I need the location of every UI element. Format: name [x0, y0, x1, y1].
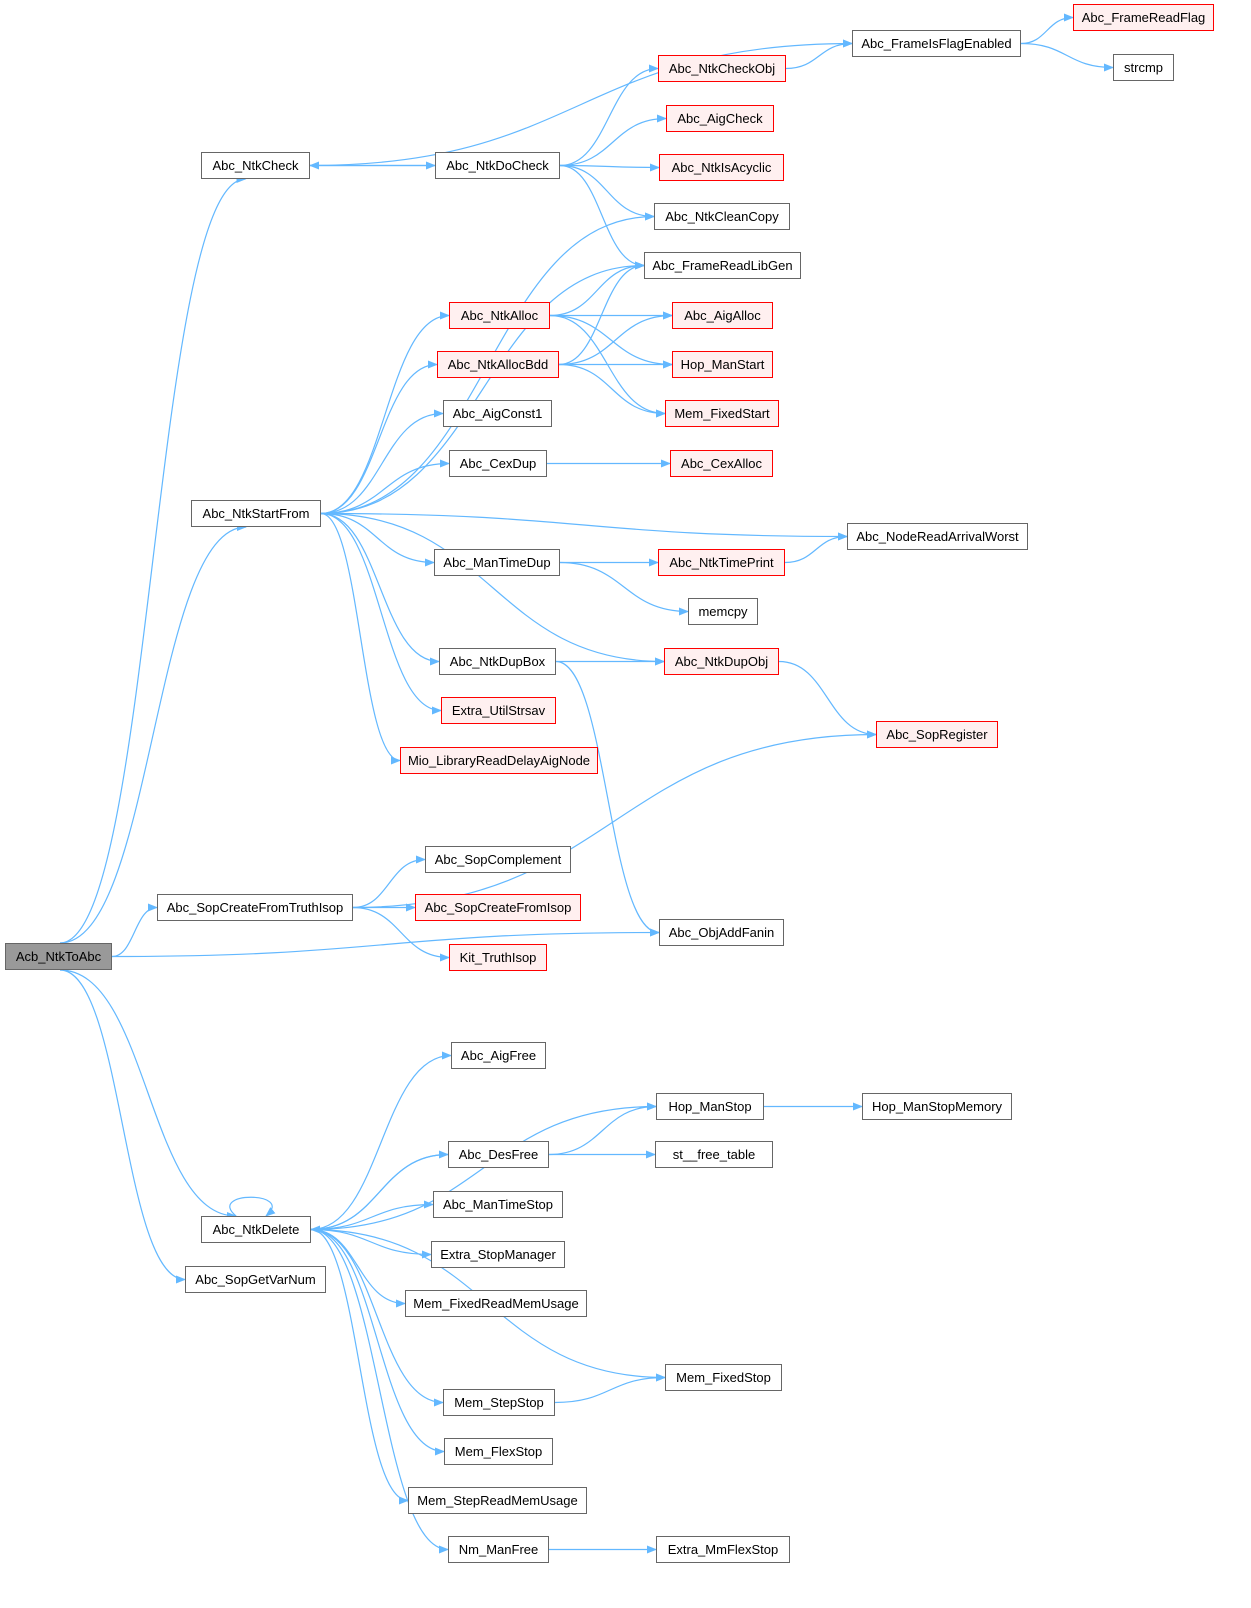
edge-abc-ntktimeprint-to-abc-nodereadarrivalworst: [784, 532, 848, 564]
node-abc-sopcomplement[interactable]: Abc_SopComplement: [425, 846, 571, 873]
edge-abc-ntkdocheck-to-abc-ntkisacyclic: [559, 163, 660, 172]
edge-abc-ntkstartfrom-to-abc-ntkalloc: [320, 311, 450, 515]
node-abc-ntkcheck[interactable]: Abc_NtkCheck: [201, 152, 310, 179]
edge-mem-stepstop-to-mem-fixedstop: [554, 1373, 666, 1404]
node-mem-fixedstart[interactable]: Mem_FixedStart: [665, 400, 779, 427]
edge-abc-ntkdelete-to-mem-stepreadmemusage: [310, 1228, 409, 1505]
edge-abc-ntkstartfrom-to-extra-utilstrsav: [320, 512, 442, 715]
edge-abc-sopcreatefromtruthisop-to-abc-sopcomplement: [352, 855, 426, 909]
node-abc-ntkstartfrom[interactable]: Abc_NtkStartFrom: [191, 500, 321, 527]
node-abc-mantimedup[interactable]: Abc_ManTimeDup: [434, 549, 560, 576]
node-abc-ntkcleancopy[interactable]: Abc_NtkCleanCopy: [654, 203, 790, 230]
edge-abc-ntkalloc-to-abc-framereadlibgen: [549, 261, 645, 317]
edge-acb-ntktoabc-to-abc-ntkcheck: [59, 175, 247, 944]
node-abc-sopcreatefromisop[interactable]: Abc_SopCreateFromIsop: [415, 894, 581, 921]
node-strcmp[interactable]: strcmp: [1113, 54, 1174, 81]
node-abc-sopgetvarnum[interactable]: Abc_SopGetVarNum: [185, 1266, 326, 1293]
edge-abc-ntkdelete-to-abc-mantimestop: [310, 1200, 434, 1231]
node-hop-manstart[interactable]: Hop_ManStart: [672, 351, 773, 378]
node-abc-ntkdelete[interactable]: Abc_NtkDelete: [201, 1216, 311, 1243]
edge-abc-ntkstartfrom-to-abc-ntkdupobj: [320, 512, 665, 666]
node-mio-libraryreaddelayaignode[interactable]: Mio_LibraryReadDelayAigNode: [400, 747, 598, 774]
edge-abc-ntkstartfrom-to-abc-cexdup: [320, 459, 450, 515]
edge-abc-ntkdocheck-to-abc-ntkcleancopy: [559, 164, 655, 221]
edge-abc-ntkstartfrom-to-abc-ntkdupbox: [320, 512, 440, 666]
node-abc-desfree[interactable]: Abc_DesFree: [448, 1141, 549, 1168]
node-abc-aigfree[interactable]: Abc_AigFree: [451, 1042, 546, 1069]
edge-abc-frameisflagenabled-to-strcmp: [1020, 42, 1114, 72]
edge-abc-ntkalloc-to-hop-manstart: [549, 314, 673, 369]
node-mem-stepstop[interactable]: Mem_StepStop: [443, 1389, 555, 1416]
edge-acb-ntktoabc-to-abc-ntkstartfrom: [59, 523, 247, 944]
node-extra-utilstrsav[interactable]: Extra_UtilStrsav: [441, 697, 556, 724]
node-abc-framereadflag[interactable]: Abc_FrameReadFlag: [1073, 4, 1214, 31]
node-abc-ntkcheckobj[interactable]: Abc_NtkCheckObj: [658, 55, 786, 82]
node-abc-aigalloc[interactable]: Abc_AigAlloc: [672, 302, 773, 329]
edge-abc-ntkstartfrom-to-abc-mantimedup: [320, 512, 435, 567]
edge-abc-ntkdocheck-to-abc-framereadlibgen: [559, 164, 645, 270]
edge-abc-frameisflagenabled-to-abc-framereadflag: [1020, 13, 1074, 45]
node-abc-ntkalloc[interactable]: Abc_NtkAlloc: [449, 302, 550, 329]
node-hop-manstopmemory[interactable]: Hop_ManStopMemory: [862, 1093, 1012, 1120]
edge-abc-ntkdelete-to-nm-manfree: [310, 1228, 449, 1554]
node-abc-ntkdupbox[interactable]: Abc_NtkDupBox: [439, 648, 556, 675]
node-abc-sopcreatefromtruthisop[interactable]: Abc_SopCreateFromTruthIsop: [157, 894, 353, 921]
node-abc-frameisflagenabled[interactable]: Abc_FrameIsFlagEnabled: [852, 30, 1021, 57]
node-abc-ntkdupobj[interactable]: Abc_NtkDupObj: [664, 648, 779, 675]
node-abc-mantimestop[interactable]: Abc_ManTimeStop: [433, 1191, 563, 1218]
edge-abc-ntkallocbdd-to-abc-framereadlibgen: [558, 261, 645, 366]
node-hop-manstop[interactable]: Hop_ManStop: [656, 1093, 764, 1120]
node-abc-cexdup[interactable]: Abc_CexDup: [449, 450, 547, 477]
node-abc-ntkisacyclic[interactable]: Abc_NtkIsAcyclic: [659, 154, 784, 181]
edge-acb-ntktoabc-to-abc-ntkdelete: [59, 969, 237, 1220]
edge-abc-ntkstartfrom-to-abc-ntkallocbdd: [320, 360, 438, 515]
edge-abc-ntkdelete-to-mem-flexstop: [310, 1228, 445, 1456]
node-mem-fixedstop[interactable]: Mem_FixedStop: [665, 1364, 782, 1391]
edge-acb-ntktoabc-to-abc-objaddfanin: [111, 928, 660, 958]
edge-abc-ntkallocbdd-to-abc-aigalloc: [558, 311, 673, 366]
edge-abc-desfree-to-abc-ntkdelete: [310, 1153, 449, 1234]
node-kit-truthisop[interactable]: Kit_TruthIsop: [449, 944, 547, 971]
edge-abc-ntkcheck-to-abc-frameisflagenabled: [309, 39, 853, 167]
node-mem-stepreadmemusage[interactable]: Mem_StepReadMemUsage: [408, 1487, 587, 1514]
node-mem-fixedreadmemusage[interactable]: Mem_FixedReadMemUsage: [405, 1290, 587, 1317]
node-extra-stopmanager[interactable]: Extra_StopManager: [431, 1241, 565, 1268]
edge-acb-ntktoabc-to-abc-sopgetvarnum: [59, 969, 186, 1284]
edge-abc-ntkstartfrom-to-mio-libraryreaddelayaignode: [320, 512, 401, 765]
node-abc-ntktimeprint[interactable]: Abc_NtkTimePrint: [658, 549, 785, 576]
edge-abc-ntkdelete-to-mem-stepstop: [310, 1228, 444, 1407]
node-abc-nodereadarrivalworst[interactable]: Abc_NodeReadArrivalWorst: [847, 523, 1028, 550]
node-abc-aigcheck[interactable]: Abc_AigCheck: [666, 105, 774, 132]
node-acb-ntktoabc[interactable]: Acb_NtkToAbc: [5, 943, 112, 970]
edge-abc-ntkstartfrom-to-abc-framereadlibgen: [320, 261, 645, 515]
node-extra-mmflexstop[interactable]: Extra_MmFlexStop: [656, 1536, 790, 1563]
edge-abc-ntkstartfrom-to-abc-nodereadarrivalworst: [320, 512, 848, 541]
edge-abc-ntkdelete-to-hop-manstop: [310, 1102, 657, 1231]
node-abc-cexalloc[interactable]: Abc_CexAlloc: [670, 450, 773, 477]
edge-abc-ntkdupobj-to-abc-sopregister: [778, 660, 877, 739]
edge-abc-ntkdocheck-to-abc-ntkcheckobj: [559, 64, 659, 167]
edge-abc-ntkdocheck-to-abc-aigcheck: [559, 114, 667, 167]
node-st-free-table[interactable]: st__free_table: [655, 1141, 773, 1168]
edge-abc-ntkdelete-to-abc-ntkdelete: [229, 1196, 276, 1217]
node-abc-sopregister[interactable]: Abc_SopRegister: [876, 721, 998, 748]
node-abc-objaddfanin[interactable]: Abc_ObjAddFanin: [659, 919, 784, 946]
edge-abc-ntkdelete-to-abc-aigfree: [310, 1051, 452, 1231]
edge-abc-sopcreatefromtruthisop-to-kit-truthisop: [352, 906, 450, 962]
edge-abc-ntkallocbdd-to-mem-fixedstart: [558, 363, 666, 418]
edge-abc-ntkdupbox-to-abc-objaddfanin: [555, 660, 660, 937]
node-mem-flexstop[interactable]: Mem_FlexStop: [444, 1438, 553, 1465]
edge-acb-ntktoabc-to-abc-sopcreatefromtruthisop: [111, 903, 158, 958]
node-abc-ntkallocbdd[interactable]: Abc_NtkAllocBdd: [437, 351, 559, 378]
edge-abc-mantimedup-to-memcpy: [559, 561, 689, 616]
edge-abc-ntkstartfrom-to-abc-aigconst1: [320, 409, 444, 515]
edge-abc-ntkcheckobj-to-abc-frameisflagenabled: [785, 39, 853, 70]
node-abc-aigconst1[interactable]: Abc_AigConst1: [443, 400, 552, 427]
node-abc-framereadlibgen[interactable]: Abc_FrameReadLibGen: [644, 252, 801, 279]
edge-abc-desfree-to-hop-manstop: [548, 1102, 657, 1156]
node-abc-ntkdocheck[interactable]: Abc_NtkDoCheck: [435, 152, 560, 179]
node-nm-manfree[interactable]: Nm_ManFree: [448, 1536, 549, 1563]
node-memcpy[interactable]: memcpy: [688, 598, 758, 625]
